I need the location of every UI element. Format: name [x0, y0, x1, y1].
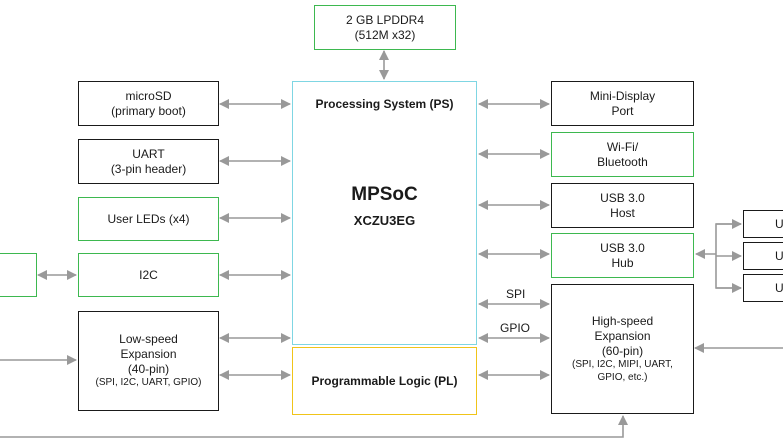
- wifi-bluetooth-block: Wi-Fi/ Bluetooth: [551, 132, 694, 177]
- usbhost-line1: USB 3.0: [600, 190, 645, 205]
- bottom-bus-link: [0, 415, 628, 438]
- high-speed-expansion-block: High-speed Expansion (60-pin) (SPI, I2C,…: [551, 284, 694, 414]
- wifi-line1: Wi-Fi/: [606, 139, 639, 154]
- i2c-label: I2C: [139, 267, 158, 282]
- user-leds-label: User LEDs (x4): [107, 211, 190, 226]
- usb-port-block-1: U: [743, 210, 783, 238]
- minidp-line2: Port: [611, 103, 634, 118]
- lowspeed-line3: (40-pin): [127, 362, 170, 377]
- external-i2c-block: [0, 253, 37, 297]
- usb-port-block-3: U: [743, 274, 783, 302]
- mpsoc-label: MPSoC: [351, 184, 418, 205]
- lowspeed-line4: (SPI, I2C, UART, GPIO): [95, 377, 202, 389]
- minidp-line1: Mini-Display: [589, 88, 656, 103]
- low-speed-expansion-block: Low-speed Expansion (40-pin) (SPI, I2C, …: [78, 311, 219, 411]
- user-leds-block: User LEDs (x4): [78, 197, 219, 241]
- lowspeed-line1: Low-speed: [119, 332, 178, 347]
- highspeed-line4: (SPI, I2C, MIPI, UART,: [572, 359, 673, 370]
- microsd-line2: (primary boot): [111, 103, 186, 118]
- usb-port-block-2: U: [743, 242, 783, 270]
- part-number-label: XCZU3EG: [353, 212, 416, 228]
- gpio-label: GPIO: [500, 321, 530, 335]
- usbhub-line2: Hub: [611, 255, 634, 270]
- usb-port-1-label: U: [775, 216, 783, 231]
- spi-label: SPI: [506, 287, 525, 301]
- mini-displayport-block: Mini-Display Port: [551, 81, 694, 126]
- usb-port-3-label: U: [775, 280, 783, 295]
- usbhub-line1: USB 3.0: [600, 240, 645, 255]
- usb-port-2-label: U: [775, 248, 783, 263]
- uart-block: UART (3-pin header): [78, 139, 219, 184]
- lowspeed-line2: Expansion: [120, 347, 177, 362]
- ps-title: Processing System (PS): [315, 97, 454, 111]
- highspeed-line1: High-speed: [591, 314, 654, 328]
- usbhost-line2: Host: [610, 205, 635, 220]
- highspeed-line2: Expansion: [594, 329, 651, 343]
- memory-line1: 2 GB LPDDR4: [345, 12, 425, 27]
- wifi-line2: Bluetooth: [597, 154, 648, 169]
- uart-line2: (3-pin header): [110, 161, 187, 176]
- microsd-line1: microSD: [125, 88, 172, 103]
- programmable-logic-block: Programmable Logic (PL): [292, 347, 477, 415]
- usb-host-block: USB 3.0 Host: [551, 183, 694, 228]
- i2c-block: I2C: [78, 253, 219, 297]
- memory-line2: (512M x32): [354, 27, 416, 42]
- memory-block: 2 GB LPDDR4 (512M x32): [314, 5, 456, 50]
- usb-hub-block: USB 3.0 Hub: [551, 233, 694, 278]
- pl-title: Programmable Logic (PL): [311, 373, 458, 388]
- highspeed-line5: GPIO, etc.): [597, 371, 648, 383]
- highspeed-line3: (60-pin): [601, 344, 644, 358]
- uart-line1: UART: [132, 146, 165, 161]
- processing-system-block: Processing System (PS) MPSoC XCZU3EG: [292, 81, 477, 345]
- microsd-block: microSD (primary boot): [78, 81, 219, 126]
